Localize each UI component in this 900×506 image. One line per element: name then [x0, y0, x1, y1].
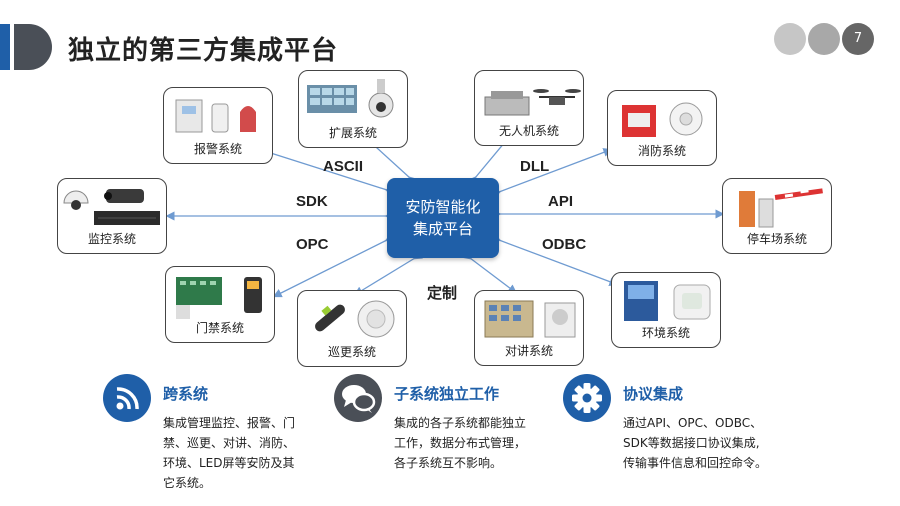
- feature-independent-desc: 集成的各子系统都能独立 工作，数据分布式管理， 各子系统互不影响。: [394, 413, 526, 473]
- feature-cross-system-title: 跨系统: [163, 385, 209, 403]
- environment-sensor-icon: [624, 281, 711, 321]
- card-drone-label: 无人机系统: [498, 124, 559, 138]
- card-expand-label: 扩展系统: [328, 126, 377, 140]
- page-title: 独立的第三方集成平台: [68, 36, 339, 66]
- card-alarm-label: 报警系统: [193, 142, 242, 156]
- protocol-custom: 定制: [427, 284, 458, 302]
- protocol-sdk: SDK: [296, 193, 328, 210]
- card-alarm-system: 报警系统: [163, 87, 273, 164]
- card-intercom-label: 对讲系统: [504, 344, 553, 358]
- card-access-system: 门禁系统: [165, 266, 275, 343]
- feature-cross-system-line: 禁、巡更、对讲、消防、: [163, 436, 296, 450]
- fire-detector-icon: [622, 102, 703, 137]
- protocol-odbc: ODBC: [542, 236, 587, 253]
- protocol-api: API: [548, 193, 574, 210]
- feature-independent-icon-badge: [334, 374, 382, 422]
- link-patrol: [353, 250, 423, 296]
- chat-bubbles-icon: [342, 385, 376, 413]
- alarm-devices-icon: [175, 99, 256, 133]
- card-patrol-label: 巡更系统: [327, 345, 376, 359]
- link-environment: [491, 233, 619, 286]
- link-fire: [491, 148, 613, 199]
- platform-hub: 安防智能化 集成平台: [387, 178, 499, 258]
- protocol-opc: OPC: [296, 236, 329, 253]
- intercom-panel-icon: [484, 300, 576, 338]
- link-intercom: [462, 250, 518, 294]
- hub-line-1: 安防智能化: [405, 198, 481, 216]
- patrol-device-icon: [315, 300, 395, 338]
- card-access-label: 门禁系统: [195, 321, 244, 335]
- feature-protocol-title: 协议集成: [623, 385, 684, 403]
- parking-barrier-icon: [739, 188, 823, 228]
- feature-protocol-desc: 通过API、OPC、ODBC、 SDK等数据接口协议集成, 传输事件信息和回控命…: [623, 413, 767, 473]
- feature-independent-line: 各子系统互不影响。: [394, 456, 503, 470]
- card-parking-label: 停车场系统: [746, 232, 807, 246]
- title-accent: [0, 24, 52, 70]
- card-patrol-system: 巡更系统: [297, 290, 407, 367]
- feature-protocol-line: 通过API、OPC、ODBC、: [623, 416, 763, 430]
- link-access: [272, 233, 395, 298]
- decor-circle-2: [808, 23, 840, 55]
- feature-cross-system-line: 它系统。: [163, 476, 212, 490]
- feature-cross-system-line: 集成管理监控、报警、门: [163, 416, 296, 430]
- title-accent-gray: [14, 24, 52, 70]
- feature-cross-system-desc: 集成管理监控、报警、门 禁、巡更、对讲、消防、 环境、LED屏等安防及其 它系统…: [163, 413, 295, 493]
- wifi-icon: [116, 387, 139, 410]
- page-number: 7: [842, 23, 874, 55]
- feature-cross-system-icon-badge: [103, 374, 151, 422]
- feature-independent-line: 集成的各子系统都能独立: [394, 416, 527, 430]
- link-alarm: [252, 145, 395, 197]
- card-environment-system: 环境系统: [611, 272, 721, 348]
- card-parking-system: 停车场系统: [722, 178, 832, 254]
- camera-recorder-icon: [63, 189, 160, 225]
- card-drone-system: 无人机系统: [474, 70, 584, 146]
- card-fire-label: 消防系统: [637, 144, 686, 158]
- feature-independent-line: 工作，数据分布式管理，: [394, 436, 527, 450]
- decor-circle-1: [774, 23, 806, 55]
- card-environment-label: 环境系统: [641, 326, 690, 340]
- gear-icon: [572, 383, 602, 413]
- card-monitor-system: 监控系统: [57, 178, 167, 254]
- feature-protocol-line: SDK等数据接口协议集成,: [623, 436, 760, 450]
- feature-cross-system-line: 环境、LED屏等安防及其: [163, 456, 295, 470]
- card-monitor-label: 监控系统: [87, 232, 136, 246]
- video-wall-camera-icon: [307, 79, 394, 118]
- card-intercom-system: 对讲系统: [474, 290, 584, 366]
- protocol-dll: DLL: [520, 158, 550, 175]
- hub-line-2: 集成平台: [412, 220, 473, 238]
- access-controller-icon: [176, 277, 262, 319]
- card-fire-system: 消防系统: [607, 90, 717, 166]
- card-expand-system: 扩展系统: [298, 70, 408, 148]
- feature-protocol-icon-badge: [563, 374, 611, 422]
- feature-independent-title: 子系统独立工作: [394, 385, 500, 403]
- protocol-ascii: ASCII: [323, 158, 364, 175]
- feature-protocol-line: 传输事件信息和回控命令。: [623, 456, 768, 470]
- title-accent-blue: [0, 24, 10, 70]
- drone-icon: [484, 89, 581, 116]
